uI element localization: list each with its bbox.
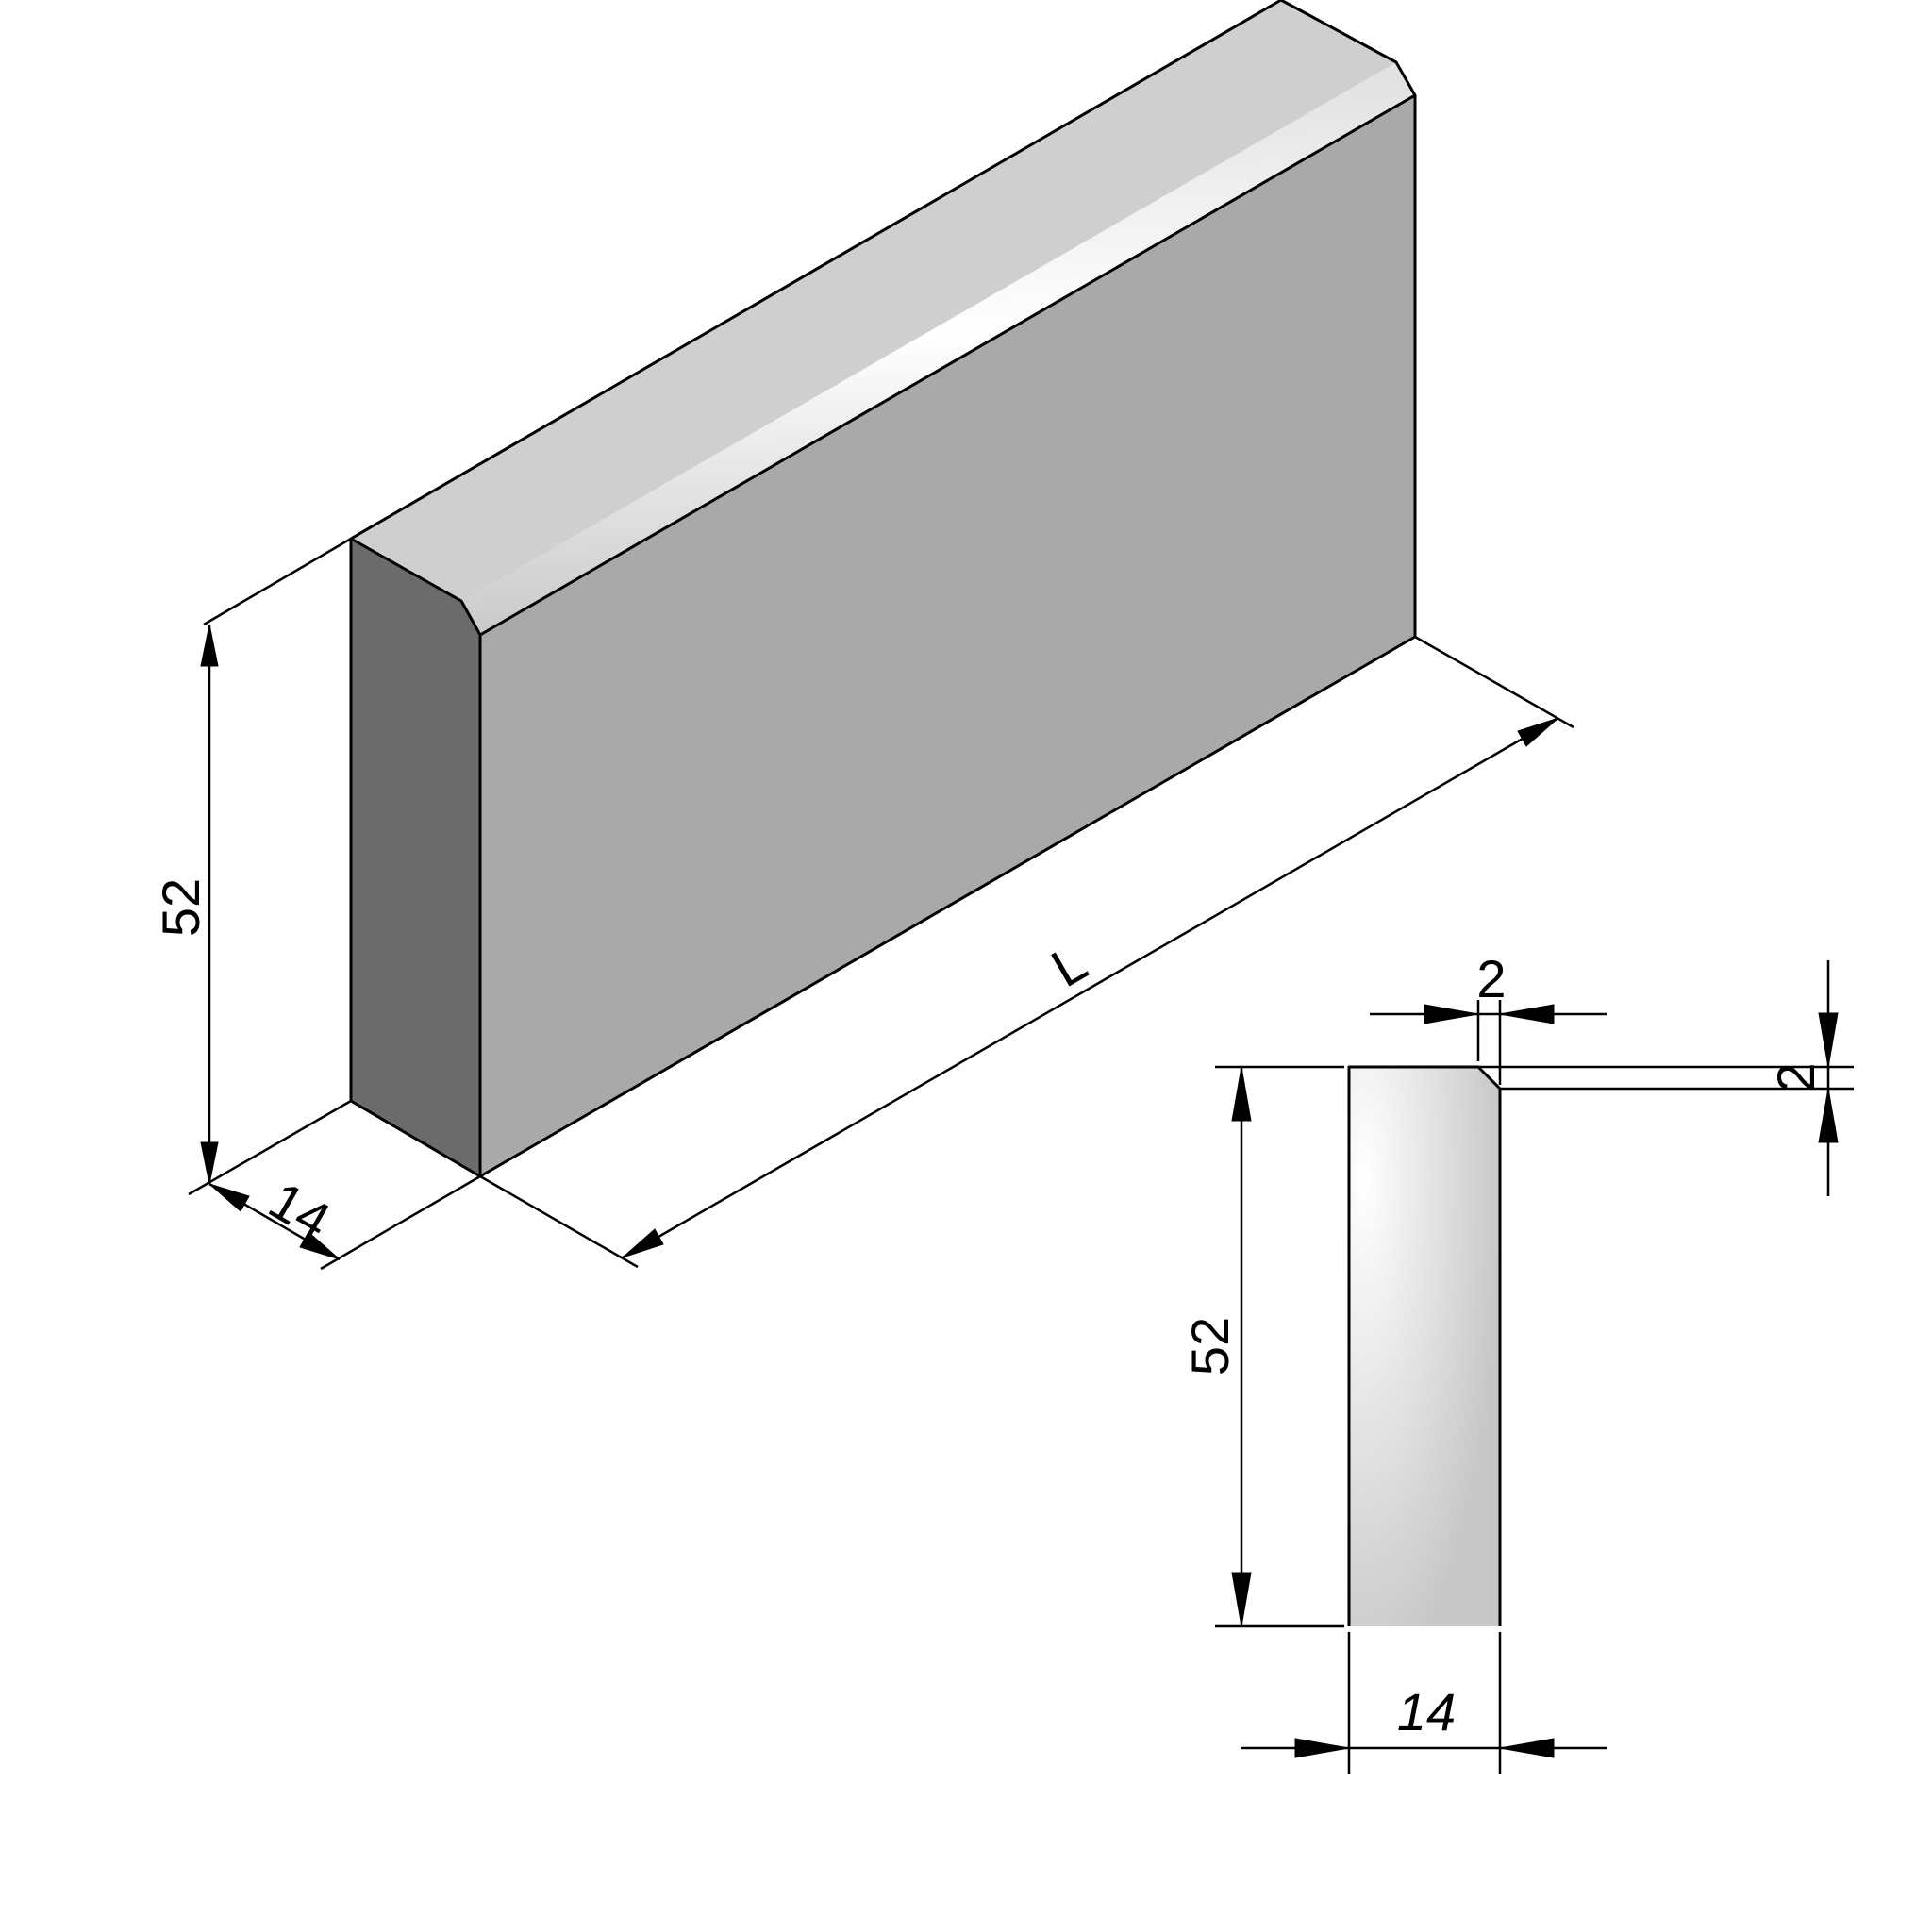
iso-length-dimension: L: [479, 635, 1574, 1269]
kerb-front-edge: [350, 537, 482, 1176]
section-height-label: 52: [1180, 1317, 1240, 1375]
kerb-chamfer-edge: [479, 93, 1416, 637]
cross-section-view: 52 14 2 2: [1180, 949, 1854, 1774]
chamfer-width-dimension: 2: [1370, 949, 1607, 1024]
arrow-icon: [208, 1183, 250, 1212]
chamfer-height-label: 2: [1766, 1062, 1825, 1091]
arrow-icon: [1818, 1012, 1839, 1068]
iso-depth-dimension: 14: [208, 1170, 481, 1271]
arrow-icon: [1517, 717, 1559, 747]
arrow-icon: [1424, 1004, 1479, 1024]
chamfer-height-dimension: 2: [1759, 960, 1854, 1196]
iso-length-label: L: [1041, 932, 1096, 998]
isometric-view: 52 14 L: [151, 0, 1574, 1271]
arrow-icon: [622, 1228, 664, 1258]
kerb-top-face: [351, 0, 1415, 635]
arrow-icon: [1231, 1572, 1252, 1627]
section-height-dimension: 52: [1180, 1066, 1252, 1627]
kerb-front-face: [480, 95, 1415, 1176]
arrow-icon: [1499, 1738, 1555, 1758]
kerb-outline: [349, 0, 1417, 1178]
arrow-icon: [1231, 1066, 1252, 1122]
iso-height-dimension: 52: [151, 537, 352, 1196]
kerb-chamfer-face: [461, 62, 1415, 635]
section-profile: [1349, 1067, 1500, 1626]
kerb-end-face: [351, 539, 480, 1176]
arrow-icon: [200, 624, 219, 667]
chamfer-width-label: 2: [1476, 949, 1506, 1008]
section-width-label: 14: [1397, 1682, 1456, 1741]
arrow-icon: [1818, 1088, 1839, 1143]
arrow-icon: [200, 1141, 219, 1185]
iso-height-label: 52: [151, 878, 210, 937]
arrow-icon: [1294, 1738, 1350, 1758]
arrow-icon: [1499, 1004, 1555, 1024]
iso-depth-label: 14: [259, 1170, 340, 1251]
arrow-icon: [299, 1231, 341, 1260]
section-width-dimension: 14: [1241, 1682, 1607, 1758]
